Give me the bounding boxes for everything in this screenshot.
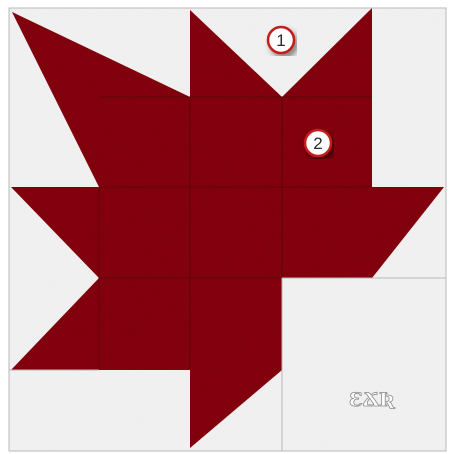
marker-2-label: 2	[313, 134, 322, 153]
marker-1-label: 1	[276, 31, 285, 50]
marker-2-badge: 2	[305, 130, 331, 156]
signature-watermark: ƐՃƦ	[349, 389, 395, 411]
marker-1-badge: 1	[268, 27, 294, 53]
